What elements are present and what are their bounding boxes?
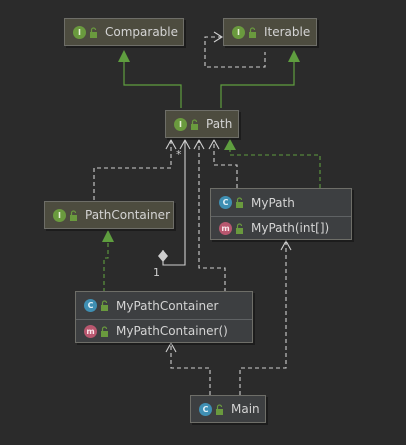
- class-name: Comparable: [105, 25, 179, 39]
- class-node-my-path-container[interactable]: C MyPathContainer m MyPathContainer(): [75, 291, 253, 343]
- method-icon: m: [219, 221, 232, 235]
- class-node-my-path[interactable]: C MyPath m MyPath(int[]): [210, 188, 352, 240]
- multiplicity-source-label: 1: [153, 266, 160, 279]
- class-icon: C: [84, 299, 97, 312]
- method-icon: m: [84, 324, 97, 338]
- extends-edge-path-iterable: [220, 50, 300, 108]
- interface-node-comparable[interactable]: I Comparable: [64, 18, 184, 46]
- interface-node-path[interactable]: I Path: [165, 110, 239, 138]
- dependency-edge-iterable-loop: [204, 31, 266, 68]
- interface-icon: I: [232, 25, 245, 39]
- class-icon: C: [199, 402, 212, 416]
- class-name: Path: [206, 117, 233, 131]
- interface-node-iterable[interactable]: I Iterable: [223, 18, 317, 46]
- class-name: MyPath: [251, 195, 295, 210]
- interface-icon: I: [73, 25, 86, 39]
- implements-edge-mypath-path: [224, 139, 321, 188]
- lock-icon: [236, 222, 243, 234]
- interface-icon: I: [174, 117, 187, 131]
- dependency-edge-main-mypath: [239, 239, 292, 395]
- lock-icon: [101, 325, 108, 337]
- class-icon: C: [219, 196, 232, 209]
- implements-edge-mypathcontainer-pathcontainer: [102, 230, 114, 292]
- class-name: PathContainer: [85, 208, 171, 222]
- extends-edge-path-comparable: [118, 50, 182, 108]
- lock-icon: [101, 300, 108, 311]
- interface-node-path-container[interactable]: I PathContainer: [44, 201, 174, 229]
- lock-icon: [236, 197, 243, 208]
- method-signature: MyPath(int[]): [251, 221, 330, 235]
- multiplicity-target-label: *: [176, 148, 182, 161]
- dependency-edge-pathcontainer-path: [93, 138, 177, 200]
- aggregation-edge-mypathcontainer-path: [158, 138, 191, 266]
- lock-icon: [70, 209, 77, 221]
- lock-icon: [191, 118, 198, 130]
- class-node-main[interactable]: C Main: [190, 395, 266, 423]
- method-signature: MyPathContainer(): [116, 324, 228, 338]
- class-name: Main: [231, 402, 260, 416]
- interface-icon: I: [53, 208, 66, 222]
- dependency-edge-mypathcontainer-path: [193, 138, 226, 292]
- dependency-edge-main-mypathcontainer: [165, 341, 211, 395]
- class-name: MyPathContainer: [116, 298, 219, 313]
- lock-icon: [216, 403, 223, 415]
- lock-icon: [90, 26, 97, 38]
- lock-icon: [249, 26, 256, 38]
- dependency-edge-mypath-path: [208, 138, 238, 188]
- class-name: Iterable: [264, 25, 311, 39]
